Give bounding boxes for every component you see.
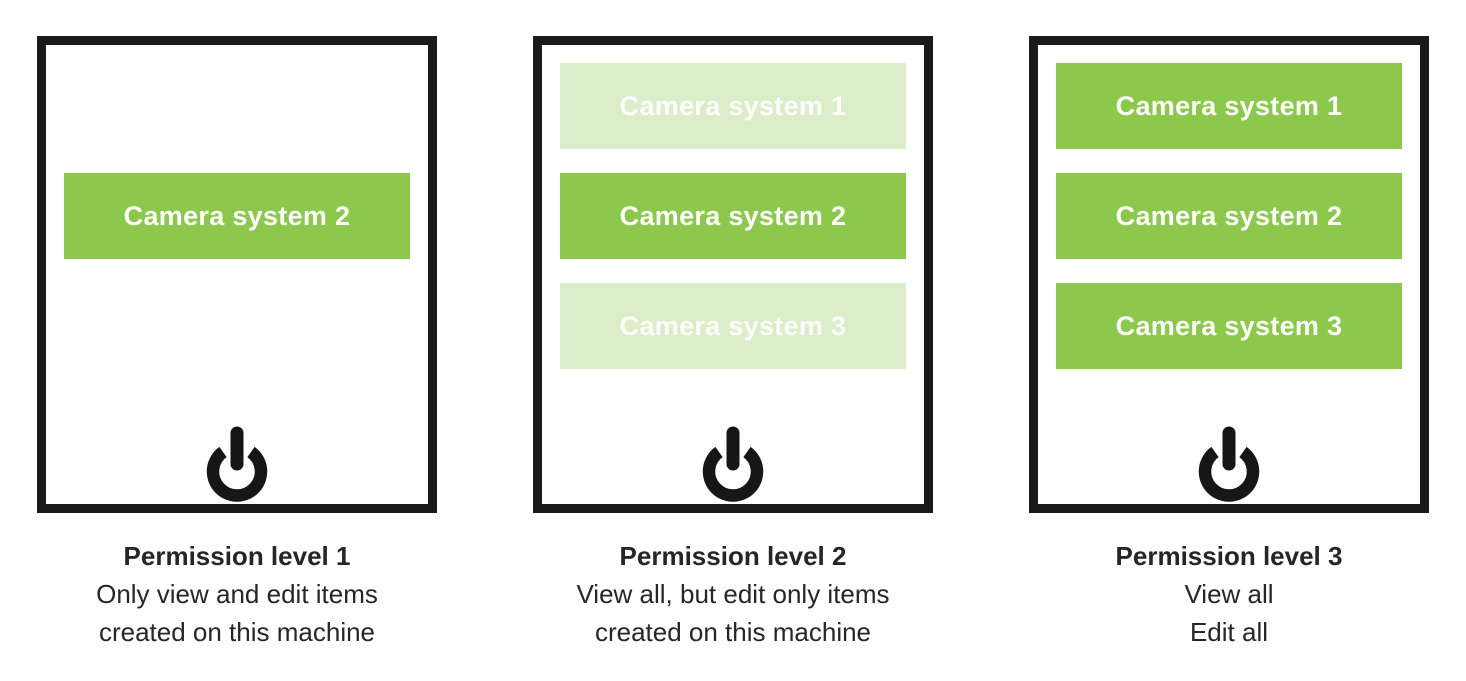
camera-system-2-bar: Camera system 2: [560, 173, 906, 259]
camera-system-2-bar: Camera system 2: [64, 173, 410, 259]
caption-line: View all: [1184, 579, 1274, 609]
camera-system-3-bar: Camera system 3: [1056, 283, 1402, 369]
device-screen-1: Camera system 2: [37, 36, 437, 513]
caption: Permission level 1 Only view and edit it…: [96, 537, 378, 651]
caption: Permission level 3 View all Edit all: [1116, 537, 1343, 651]
power-icon: [1056, 425, 1402, 503]
panel-permission-level-1: Camera system 2 Permission level 1 Only …: [37, 36, 437, 651]
caption-line: Edit all: [1189, 617, 1269, 647]
caption-title: Permission level 2: [619, 541, 847, 571]
device-screen-3: Camera system 1 Camera system 2 Camera s…: [1029, 36, 1429, 513]
panel-permission-level-3: Camera system 1 Camera system 2 Camera s…: [1029, 36, 1429, 651]
camera-system-2-bar: Camera system 2: [1056, 173, 1402, 259]
caption: Permission level 2 View all, but edit on…: [576, 537, 889, 651]
power-icon: [560, 425, 906, 503]
caption-title: Permission level 3: [1115, 541, 1343, 571]
device-screen-2: Camera system 1 Camera system 2 Camera s…: [533, 36, 933, 513]
camera-system-3-bar: Camera system 3: [560, 283, 906, 369]
panel-permission-level-2: Camera system 1 Camera system 2 Camera s…: [533, 36, 933, 651]
camera-system-1-bar: Camera system 1: [560, 63, 906, 149]
caption-line: created on this machine: [594, 617, 872, 647]
caption-line: Only view and edit items: [96, 579, 378, 609]
caption-title: Permission level 1: [123, 541, 351, 571]
caption-line: View all, but edit only items: [576, 579, 890, 609]
power-icon: [64, 425, 410, 503]
permission-levels-diagram: Camera system 2 Permission level 1 Only …: [37, 36, 1429, 651]
camera-system-1-bar: Camera system 1: [1056, 63, 1402, 149]
caption-line: created on this machine: [98, 617, 376, 647]
